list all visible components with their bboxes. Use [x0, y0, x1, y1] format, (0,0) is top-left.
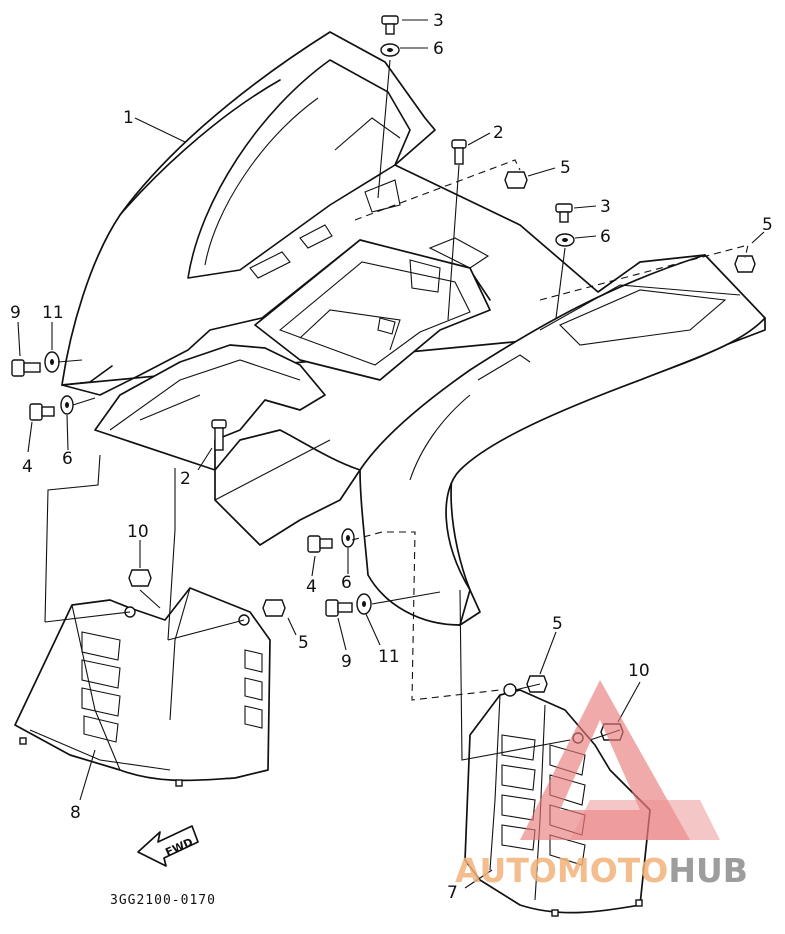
- watermark-moto: MOTO: [557, 851, 668, 890]
- callout-10-right: 10: [628, 661, 650, 681]
- washer-6-right: [555, 233, 575, 247]
- bolt-3-top: [381, 15, 399, 35]
- watermark-logo: AUTOMOTOHUB: [455, 680, 748, 890]
- callout-6-right: 6: [600, 227, 611, 247]
- callout-2-mid: 2: [180, 469, 191, 489]
- callout-numbers: 1 3 6 2 5 3 6 5 9 11 4 6 2 10 5 4 6 9 11…: [10, 11, 773, 903]
- rear-fender: [61, 31, 766, 626]
- callout-5-far-right: 5: [762, 215, 773, 235]
- callout-7: 7: [447, 883, 458, 903]
- bolt-9-mid: [325, 599, 353, 617]
- watermark-hub: HUB: [668, 851, 748, 890]
- watermark-text: AUTOMOTOHUB: [455, 851, 748, 890]
- callout-3-top: 3: [433, 11, 444, 31]
- bolt-4-left: [29, 403, 55, 421]
- bolt-2-top: [451, 139, 467, 165]
- callout-5-top: 5: [560, 158, 571, 178]
- washer-6-left: [60, 395, 74, 415]
- washer-11-mid: [356, 593, 372, 615]
- nut-5-c: [262, 599, 286, 617]
- callout-2-top: 2: [493, 123, 504, 143]
- hardware: [11, 15, 756, 917]
- washer-6-mid: [341, 528, 355, 548]
- callout-11-left: 11: [42, 303, 64, 323]
- fwd-arrow: FWD: [137, 825, 199, 867]
- callout-10-left: 10: [127, 522, 149, 542]
- callout-6-top: 6: [433, 39, 444, 59]
- nut-10-left: [128, 569, 152, 587]
- callout-6-left: 6: [62, 449, 73, 469]
- leader-lines: [44, 59, 749, 761]
- callout-4-mid: 4: [306, 577, 317, 597]
- callout-3-right: 3: [600, 197, 611, 217]
- callout-4-left: 4: [22, 457, 33, 477]
- drawing-code: 3GG2100-0170: [110, 893, 216, 908]
- callout-6-mid: 6: [341, 573, 352, 593]
- callout-5-mid-left: 5: [298, 633, 309, 653]
- rear-flap-left: [14, 587, 271, 782]
- callout-11-mid: 11: [378, 647, 400, 667]
- vent-slots-left: [81, 631, 263, 743]
- nut-5-d: [526, 675, 548, 693]
- washer-6-top: [380, 43, 400, 57]
- callout-9-left: 9: [10, 303, 21, 323]
- bolt-9-left: [11, 359, 41, 377]
- bolt-3-right: [555, 203, 573, 223]
- bolt-4-mid: [307, 535, 333, 553]
- nut-5-b: [734, 255, 756, 273]
- bolt-2-mid: [211, 419, 227, 451]
- callout-9-mid: 9: [341, 652, 352, 672]
- watermark-auto: AUTO: [455, 851, 557, 890]
- callout-8: 8: [70, 803, 81, 823]
- callout-1: 1: [123, 108, 134, 128]
- callout-leaders: [17, 19, 765, 889]
- callout-5-lower-right: 5: [552, 614, 563, 634]
- watermark-triangle: [520, 680, 690, 840]
- nut-5-a: [504, 171, 528, 189]
- washer-11-left: [44, 351, 60, 373]
